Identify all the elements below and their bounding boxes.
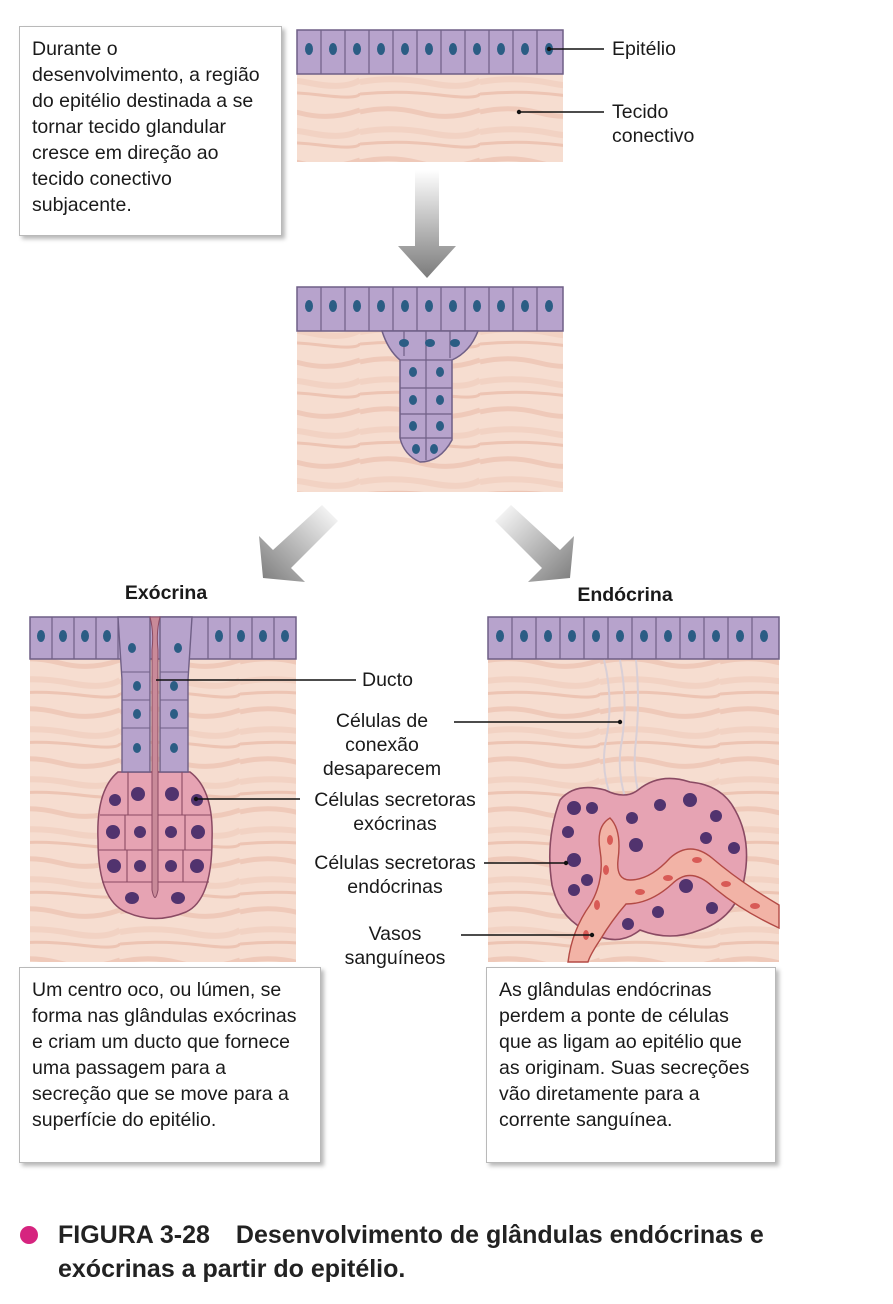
step-1-text: Durante o desenvolvimento, a região do e… [32, 38, 260, 216]
gland-development-illustration [29, 29, 780, 963]
figure-title: Desenvolvimento de glândulas endócrinas … [58, 1221, 764, 1283]
exocrine-description: Um centro oco, ou lúmen, se forma nas gl… [19, 967, 321, 1163]
panel-1-epithelium [296, 29, 604, 162]
caption-bullet-icon [20, 1226, 38, 1244]
epithelium-layer-1 [296, 29, 564, 75]
blood-vessels-label: Vasos sanguíneos [344, 923, 446, 969]
endocrine-description: As glândulas endócrinas perdem a ponte d… [486, 967, 776, 1163]
panel-exocrine [29, 616, 356, 962]
exocrine-secretory-cells-label: Células secretoras exócrinas [314, 789, 476, 835]
down-arrow-icon [398, 170, 456, 278]
connective-tissue-label: Tecido conectivo [612, 101, 695, 147]
endocrine-title: Endócrina [577, 584, 673, 606]
panel-2-ingrowth [296, 286, 564, 492]
endocrine-text: As glândulas endócrinas perdem a ponte d… [499, 979, 750, 1131]
exocrine-title: Exócrina [124, 582, 208, 604]
duct-label: Ducto [362, 669, 413, 691]
left-diagonal-arrow-icon [259, 505, 338, 582]
exocrine-text: Um centro oco, ou lúmen, se forma nas gl… [32, 979, 297, 1131]
figure-number: FIGURA 3-28 [58, 1221, 210, 1249]
right-diagonal-arrow-icon [495, 505, 574, 582]
connecting-cells-label: Células de conexão desaparecem [322, 710, 442, 780]
endocrine-secretory-cells-label: Células secretoras endócrinas [314, 852, 476, 898]
step-1-description: Durante o desenvolvimento, a região do e… [19, 26, 282, 236]
epithelium-label: Epitélio [612, 38, 676, 60]
panel-endocrine [454, 616, 780, 963]
